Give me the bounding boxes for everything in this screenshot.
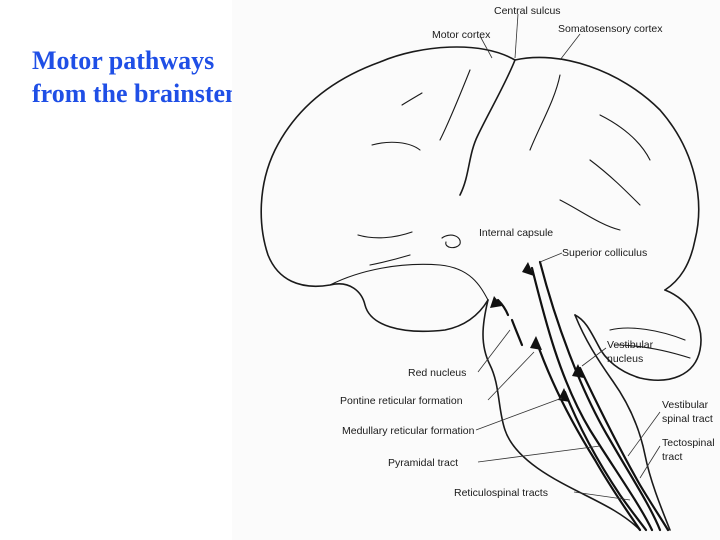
- label-central-sulcus: Central sulcus: [494, 5, 561, 17]
- vestibulospinal-tract-line: [578, 366, 670, 532]
- tectospinal-tract-line: [538, 260, 662, 532]
- figure-panel: [232, 0, 720, 540]
- arrowhead-3: [530, 336, 542, 350]
- leader-red-nucleus: [477, 329, 511, 373]
- cerebellum-fold-2: [614, 344, 691, 359]
- sulcus-9: [369, 254, 411, 266]
- sulcus-2: [529, 74, 561, 151]
- brainstem-outline-front: [482, 299, 641, 531]
- brainstem-outline-back: [574, 314, 671, 531]
- arrowhead-4: [572, 364, 584, 378]
- leader-reticulospinal: [573, 491, 631, 501]
- title-line-1: Motor pathways: [32, 46, 215, 75]
- title-line-2: from the brainstem: [32, 79, 247, 108]
- leader-superior-colliculus: [539, 252, 563, 263]
- label-superior-colliculus: Superior colliculus: [562, 247, 647, 259]
- label-internal-capsule: Internal capsule: [479, 227, 553, 239]
- label-medullary-reticular-formation: Medullary reticular formation: [342, 425, 475, 437]
- sulcus-8: [357, 231, 413, 239]
- leader-pontine: [487, 351, 535, 401]
- arrowhead-2: [490, 296, 502, 308]
- label-vestibular-nucleus-2: nucleus: [607, 353, 643, 365]
- sulcus-7: [559, 199, 621, 231]
- reticulospinal-tract-line-1: [534, 338, 642, 532]
- label-reticulospinal-tracts: Reticulospinal tracts: [454, 487, 548, 499]
- leader-somatosensory: [559, 33, 581, 61]
- sulcus-3: [401, 92, 423, 106]
- leader-central-sulcus: [514, 13, 519, 59]
- sulcus-5: [599, 114, 651, 161]
- central-sulcus: [459, 59, 516, 196]
- label-vestibular-spinal-tract-2: spinal tract: [662, 413, 713, 425]
- sulcus-1: [439, 69, 471, 141]
- leader-vestibular-spinal: [627, 411, 661, 457]
- leader-vestibular-nucleus: [581, 347, 607, 367]
- sulcus-6: [589, 159, 641, 206]
- pyramidal-tract-line: [530, 266, 654, 532]
- label-tectospinal-tract-1: Tectospinal: [662, 437, 715, 449]
- rubrospinal-tract-line: [496, 298, 510, 317]
- slide-title: Motor pathways from the brainstem: [32, 44, 247, 110]
- lateral-sulcus: [329, 263, 489, 301]
- label-pyramidal-tract: Pyramidal tract: [388, 457, 458, 469]
- leader-pyramidal: [477, 445, 601, 463]
- arrowhead-1: [522, 262, 534, 276]
- leader-tectospinal: [639, 445, 661, 479]
- rubrospinal-tract-dash: [510, 318, 524, 347]
- leader-motor-cortex: [479, 35, 493, 59]
- label-vestibular-spinal-tract-1: Vestibular: [662, 399, 709, 411]
- label-somatosensory-cortex: Somatosensory cortex: [558, 23, 663, 35]
- reticulospinal-tract-line-2: [563, 390, 648, 532]
- cerebrum-outline: [260, 46, 516, 333]
- label-tectospinal-tract-2: tract: [662, 451, 683, 463]
- label-motor-cortex: Motor cortex: [432, 29, 491, 41]
- label-red-nucleus: Red nucleus: [408, 367, 466, 379]
- internal-capsule-shape: [441, 234, 461, 249]
- cerebellum-fold-1: [609, 327, 686, 341]
- leader-medullary: [475, 397, 563, 431]
- cerebellum-outline: [574, 289, 702, 381]
- label-vestibular-nucleus-1: Vestibular: [607, 339, 654, 351]
- sulcus-4: [371, 141, 421, 151]
- cerebrum-outline-rear: [514, 56, 700, 291]
- label-pontine-reticular-formation: Pontine reticular formation: [340, 395, 463, 407]
